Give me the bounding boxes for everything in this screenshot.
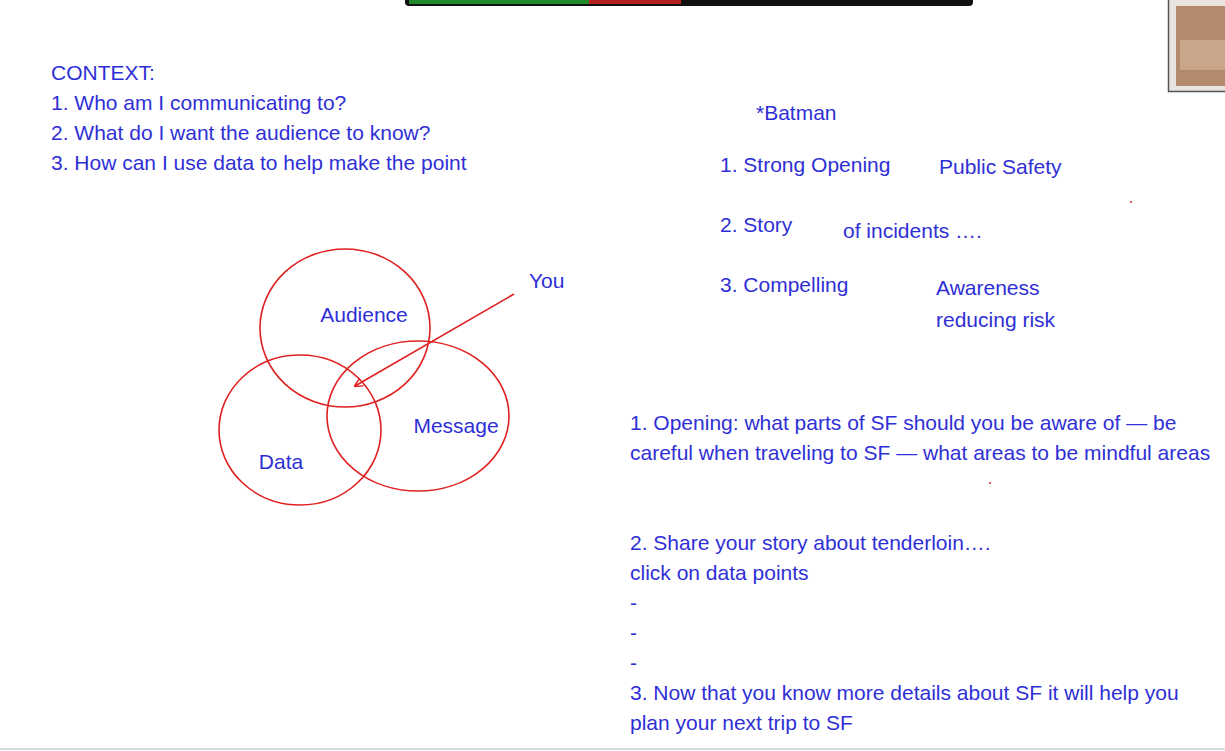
circle-label: Data — [259, 450, 303, 474]
note-text: 1. Opening: what parts of SF should you … — [630, 408, 1222, 468]
note-text: Public Safety — [939, 155, 1062, 179]
venn-circle-outline — [260, 249, 430, 407]
note-text: - — [630, 621, 637, 645]
venn-circle-outline — [327, 341, 509, 491]
stray-dot — [1130, 201, 1132, 203]
circle-label: Message — [413, 414, 498, 438]
toolbar-green — [409, 0, 589, 4]
note-text: 3. Now that you know more details about … — [630, 678, 1222, 738]
note-text: 2. What do I want the audience to know? — [51, 121, 430, 145]
note-text: CONTEXT: — [51, 61, 155, 85]
circle-label: Audience — [320, 303, 408, 327]
venn-circle: Audience — [259, 248, 431, 408]
circle-outline-layer — [218, 354, 382, 506]
note-text: 1. Strong Opening — [720, 153, 890, 177]
circle-outline-layer — [259, 248, 431, 408]
venn-circle: Data — [218, 354, 382, 506]
note-text: - — [630, 591, 637, 615]
note-text: 1. Who am I communicating to? — [51, 91, 346, 115]
page-edge — [0, 748, 1225, 750]
venn-circle: Message — [326, 340, 510, 492]
note-text: of incidents …. — [843, 219, 982, 243]
note-text: 3. Compelling — [720, 273, 848, 297]
note-text: 2. Story — [720, 213, 792, 237]
note-text: click on data points — [630, 561, 809, 585]
note-text: 2. Share your story about tenderloin…. — [630, 531, 991, 555]
toolbar-red — [589, 0, 681, 4]
note-text: - — [630, 651, 637, 675]
venn-circle-outline — [219, 355, 381, 505]
note-text: You — [529, 269, 564, 293]
note-text: 3. How can I use data to help make the p… — [51, 151, 467, 175]
video-thumbnail — [1169, 0, 1225, 92]
thumbnail-image — [1176, 6, 1225, 86]
note-text: Awareness reducing risk — [936, 272, 1076, 336]
note-text: *Batman — [756, 101, 837, 125]
thumbnail-detail — [1180, 40, 1225, 70]
stray-dot — [989, 482, 991, 484]
toolbar-bar — [405, 0, 973, 6]
